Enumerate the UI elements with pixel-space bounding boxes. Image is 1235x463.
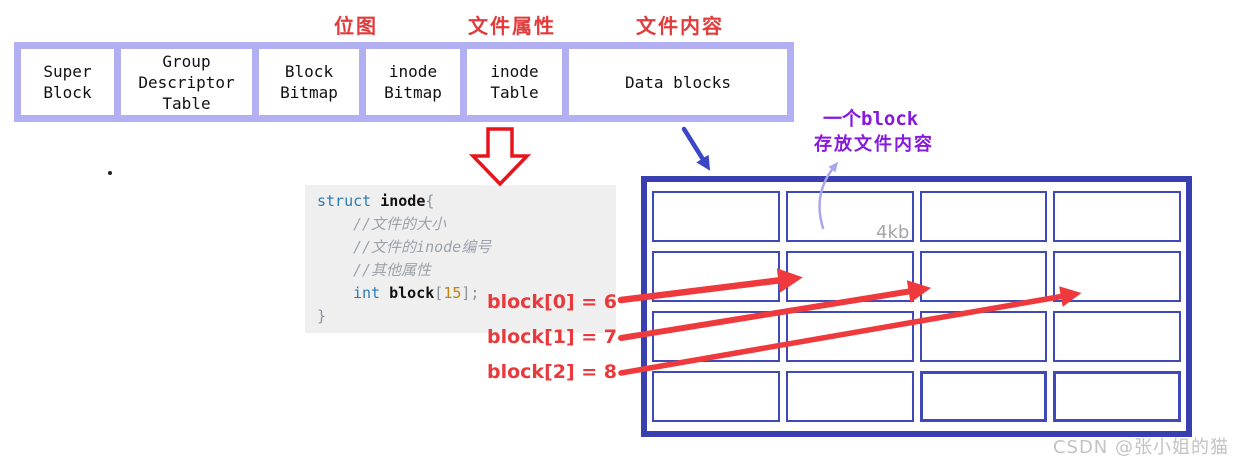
file-content-label: 文件内容	[636, 14, 724, 38]
file-attributes-label: 文件属性	[468, 14, 556, 38]
csdn-watermark: CSDN @张小姐的猫	[1052, 437, 1229, 458]
data-block-cell	[1053, 191, 1181, 242]
data-block-cell	[1053, 311, 1181, 362]
data-block-cell	[785, 251, 914, 302]
data-block-cell	[785, 371, 914, 422]
data-block-cell	[919, 251, 1048, 302]
code-line: }	[317, 307, 327, 325]
block-pointer-0: block[0] = 6	[487, 291, 618, 313]
block-pointer-1: block[1] = 7	[487, 326, 618, 348]
super-block-cell: Super Block	[21, 49, 114, 115]
data-block-cell	[1053, 251, 1181, 302]
group-descriptor-table-cell: Group Descriptor Table	[121, 49, 252, 115]
block-size-label: 4kb	[876, 222, 910, 243]
block-bitmap-cell: Block Bitmap	[259, 49, 359, 115]
data-block-cell	[1053, 371, 1181, 422]
data-block-cell	[785, 191, 914, 242]
data-block-cell	[652, 311, 780, 362]
one-block-note-line1: 一个block	[823, 108, 919, 130]
inode-struct-code: struct inode{ //文件的大小 //文件的inode编号 //其他属性 in…	[305, 185, 616, 333]
code-line: struct inode{	[317, 192, 435, 210]
code-line: int block[15];	[353, 284, 480, 302]
data-blocks-cell: Data blocks	[569, 49, 787, 115]
code-line: //文件的大小	[353, 215, 447, 233]
data-block-cell	[919, 191, 1048, 242]
data-block-cell	[919, 371, 1048, 422]
inode-table-cell: inode Table	[467, 49, 562, 115]
data-block-cell	[652, 371, 780, 422]
block-pointer-2: block[2] = 8	[487, 361, 618, 383]
data-block-cell	[785, 311, 914, 362]
data-blocks-grid	[641, 176, 1192, 437]
ink-dot	[108, 171, 112, 175]
code-line: //其他属性	[353, 261, 432, 279]
inode-bitmap-cell: inode Bitmap	[366, 49, 460, 115]
data-block-cell	[652, 251, 780, 302]
inode-table-down-arrow	[468, 127, 532, 187]
bitmap-label: 位图	[334, 14, 378, 38]
block-group-bar: Super Block Group Descriptor Table Block…	[14, 42, 794, 122]
data-block-cell	[919, 311, 1048, 362]
data-block-cell	[652, 191, 780, 242]
one-block-note-line2: 存放文件内容	[814, 134, 934, 155]
data-blocks-arrow	[681, 126, 711, 171]
code-line: //文件的inode编号	[353, 238, 492, 256]
